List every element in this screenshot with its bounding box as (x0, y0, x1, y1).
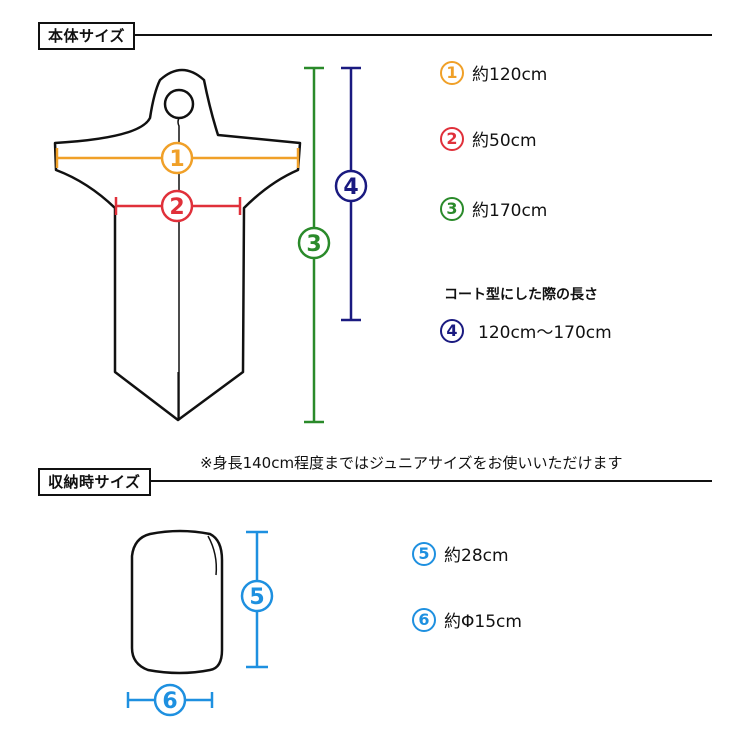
legend-item-4: 4 120cm～170cm (440, 318, 612, 343)
junior-note: ※身長140cm程度まではジュニアサイズをお使いいただけます (200, 454, 623, 472)
legend-item-3: 3 約170cm (440, 196, 547, 221)
measure-6-marker (153, 683, 187, 717)
svg-text:2: 2 (169, 195, 184, 220)
legend-text-2: 約50cm (472, 131, 537, 151)
hood-opening (163, 88, 195, 120)
legend-text-3: 約170cm (472, 201, 548, 221)
legend-marker-2: 2 (440, 126, 464, 151)
measure-3-marker (297, 226, 331, 260)
body-section-rule (40, 34, 712, 36)
body-section-title: 本体サイズ (38, 22, 136, 50)
stored-pouch (130, 529, 224, 675)
legend-marker-6: 6 (412, 607, 436, 632)
svg-text:3: 3 (306, 232, 321, 257)
legend-item-1: 1 約120cm (440, 60, 547, 85)
measure-1-marker (160, 141, 194, 175)
svg-text:5: 5 (249, 585, 264, 610)
zipper-line (177, 117, 180, 420)
legend-text-4: 120cm～170cm (478, 323, 612, 343)
legend-item-6: 6 約Φ15cm (412, 607, 522, 632)
measure-2-marker (160, 189, 194, 223)
coat-note: コート型にした際の長さ (444, 287, 598, 303)
svg-text:4: 4 (343, 175, 358, 200)
legend-item-5: 5 約28cm (412, 541, 509, 566)
stored-section-title: 収納時サイズ (38, 468, 151, 496)
stored-section-rule (40, 480, 712, 482)
legend-text-5: 約28cm (444, 546, 509, 566)
measure-4-marker (334, 169, 368, 203)
legend-marker-3: 3 (440, 196, 464, 221)
measure-5-marker (240, 579, 274, 613)
legend-marker-5: 5 (412, 541, 436, 566)
legend-text-6: 約Φ15cm (444, 612, 522, 632)
legend-item-2: 2 約50cm (440, 126, 537, 151)
poncho-outline (53, 68, 302, 422)
legend-text-1: 約120cm (472, 65, 548, 85)
legend-marker-1: 1 (440, 60, 464, 85)
svg-text:6: 6 (162, 689, 177, 714)
legend-marker-4: 4 (440, 318, 464, 343)
svg-text:1: 1 (169, 147, 184, 172)
